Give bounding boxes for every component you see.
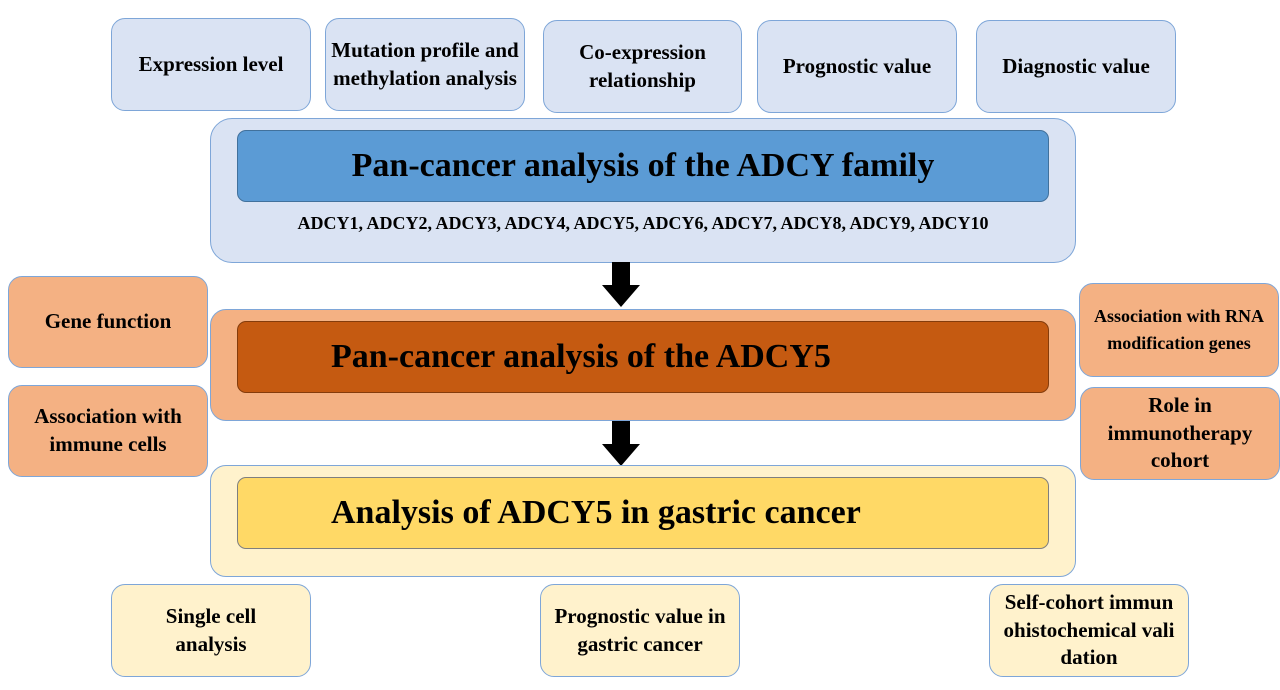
adcy5-title: Pan-cancer analysis of the ADCY5 xyxy=(331,337,831,375)
ihc-validation-box: Self-cohort immunohistochemical validati… xyxy=(989,584,1189,677)
gastric-title: Analysis of ADCY5 in gastric cancer xyxy=(331,493,861,531)
immunotherapy-box: Role in immunotherapy cohort xyxy=(1080,387,1280,480)
mutation-methylation-box: Mutation profile and methylation analysi… xyxy=(325,18,525,111)
co-expression-label: Co-expression relationship xyxy=(579,39,706,92)
adcy5-title-bar: Pan-cancer analysis of the ADCY5 xyxy=(237,321,1049,393)
rna-modification-label: Association with RNA modification genes xyxy=(1093,306,1264,353)
down-arrow-icon xyxy=(602,262,640,307)
immune-cells-label: Association with immune cells xyxy=(34,404,182,456)
family-title-bar: Pan-cancer analysis of the ADCY family xyxy=(237,130,1049,202)
diagnostic-value-label: Diagnostic value xyxy=(1002,53,1150,78)
prognostic-gastric-box: Prognostic value in gastric cancer xyxy=(540,584,740,677)
ihc-validation-label: Self-cohort immunohistochemical validati… xyxy=(1003,589,1175,670)
prognostic-value-box: Prognostic value xyxy=(757,20,957,113)
mutation-methylation-label: Mutation profile and methylation analysi… xyxy=(331,37,519,90)
rna-modification-box: Association with RNA modification genes xyxy=(1079,283,1279,377)
gene-function-label: Gene function xyxy=(44,309,172,334)
immunotherapy-label: Role in immunotherapy cohort xyxy=(1107,392,1253,473)
diagnostic-value-box: Diagnostic value xyxy=(976,20,1176,113)
immune-cells-box: Association with immune cells xyxy=(8,385,208,477)
expression-level-box: Expression level xyxy=(111,18,311,111)
prognostic-gastric-label: Prognostic value in gastric cancer xyxy=(554,603,726,656)
single-cell-label: Single cell analysis xyxy=(165,603,257,656)
gene-function-box: Gene function xyxy=(8,276,208,368)
single-cell-box: Single cell analysis xyxy=(111,584,311,677)
expression-level-label: Expression level xyxy=(138,51,284,76)
family-title: Pan-cancer analysis of the ADCY family xyxy=(351,146,935,184)
down-arrow-icon xyxy=(602,421,640,466)
prognostic-value-label: Prognostic value xyxy=(782,53,932,78)
co-expression-box: Co-expression relationship xyxy=(543,20,742,113)
gastric-title-bar: Analysis of ADCY5 in gastric cancer xyxy=(237,477,1049,549)
family-members-list: ADCY1, ADCY2, ADCY3, ADCY4, ADCY5, ADCY6… xyxy=(297,213,989,233)
